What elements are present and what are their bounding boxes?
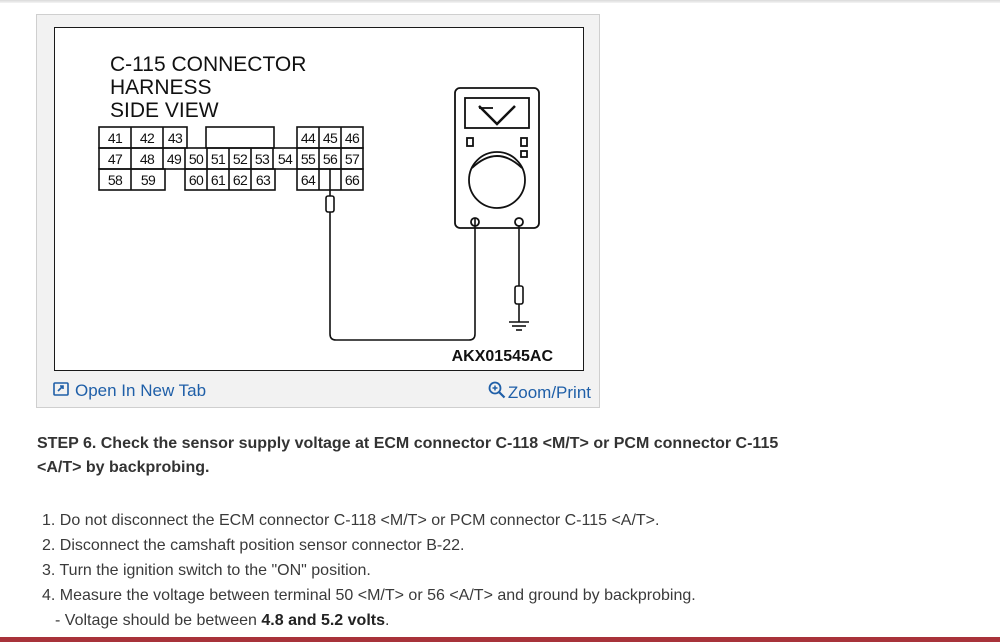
note-suffix: . — [384, 612, 390, 629]
terminal-label: 55 — [301, 151, 316, 167]
step-heading-line-1: STEP 6. Check the sensor supply voltage … — [37, 435, 779, 452]
list-item: 4. Measure the voltage between terminal … — [42, 587, 696, 604]
terminal-label: 64 — [301, 172, 316, 188]
terminal-label: 45 — [323, 130, 338, 146]
list-item: 3. Turn the ignition switch to the "ON" … — [42, 562, 371, 579]
top-bar — [0, 0, 1000, 3]
terminal-label: 63 — [256, 172, 271, 188]
terminal-label: 43 — [168, 130, 183, 146]
ground-lead — [509, 226, 529, 331]
terminal-label: 56 — [323, 151, 338, 167]
diagram-title-line-2: HARNESS — [110, 76, 212, 99]
instruction-list: 1. Do not disconnect the ECM connector C… — [42, 508, 942, 633]
terminal-label: 66 — [345, 172, 360, 188]
figure-code: AKX01545AC — [452, 348, 554, 365]
terminal-label: 60 — [189, 172, 204, 188]
multimeter-icon — [454, 87, 540, 229]
note-prefix: - Voltage should be between — [55, 612, 262, 629]
figure-card: C-115 CONNECTOR HARNESS SIDE VIEW — [36, 14, 600, 408]
terminal-label: 49 — [167, 151, 182, 167]
step-heading: STEP 6. Check the sensor supply voltage … — [37, 432, 837, 480]
wiring-diagram: C-115 CONNECTOR HARNESS SIDE VIEW — [54, 27, 584, 371]
open-in-new-tab-link[interactable]: Open In New Tab — [53, 381, 206, 401]
zoom-print-link[interactable]: Zoom/Print — [488, 381, 591, 404]
terminal-label: 51 — [211, 151, 226, 167]
terminal-label: 47 — [108, 151, 123, 167]
terminal-label: 61 — [211, 172, 226, 188]
diagram-title-line-3: SIDE VIEW — [110, 99, 219, 122]
terminal-label: 52 — [233, 151, 248, 167]
terminal-label: 58 — [108, 172, 123, 188]
bottom-accent-bar — [0, 637, 1000, 642]
terminal-label: 44 — [301, 130, 316, 146]
terminal-label: 46 — [345, 130, 360, 146]
list-item: 2. Disconnect the camshaft position sens… — [42, 537, 465, 554]
zoom-icon — [488, 381, 506, 404]
probe-lead — [325, 169, 476, 341]
diagram-svg: C-115 CONNECTOR HARNESS SIDE VIEW — [98, 53, 554, 365]
zoom-print-label: Zoom/Print — [507, 382, 591, 402]
terminal-label: 53 — [255, 151, 270, 167]
voltage-range: 4.8 and 5.2 volts — [261, 612, 385, 629]
diagram-title-line-1: C-115 CONNECTOR — [110, 53, 306, 76]
terminal-label: 41 — [108, 130, 123, 146]
terminal-label: 50 — [189, 151, 204, 167]
step-heading-line-2: <A/T> by backprobing. — [37, 459, 210, 476]
voltage-spec-note: - Voltage should be between 4.8 and 5.2 … — [42, 608, 942, 633]
list-item: 1. Do not disconnect the ECM connector C… — [42, 512, 660, 529]
terminal-label: 54 — [278, 151, 293, 167]
open-new-tab-icon — [53, 381, 69, 401]
terminal-label: 48 — [140, 151, 155, 167]
terminal-label: 62 — [233, 172, 248, 188]
terminal-label: 59 — [141, 172, 156, 188]
connector-c115 — [98, 126, 364, 191]
terminal-label: 42 — [140, 130, 155, 146]
open-in-new-tab-label: Open In New Tab — [75, 381, 207, 400]
terminal-label: 57 — [345, 151, 360, 167]
